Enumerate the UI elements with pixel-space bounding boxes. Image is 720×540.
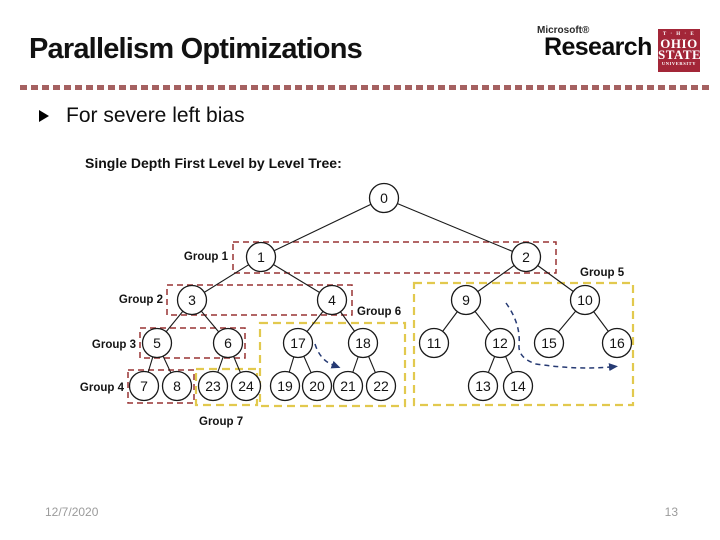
group-label-1: Group 1: [184, 251, 229, 263]
tree-node-18: [347, 327, 379, 359]
tree-node-9: [450, 284, 482, 316]
tree-node-3: [176, 284, 208, 316]
tree-node-label-18: 18: [355, 335, 371, 351]
osu-logo-the: T · H · E: [662, 32, 696, 37]
group-label-4: Group 4: [80, 382, 125, 394]
tree-node-label-14: 14: [510, 378, 526, 394]
tree-node-6: [212, 327, 244, 359]
header-divider: [20, 85, 712, 90]
bullet-arrow-icon: [39, 110, 49, 122]
tree-node-23: [197, 370, 229, 402]
slide-title: Parallelism Optimizations: [29, 33, 363, 65]
tree-node-label-16: 16: [609, 335, 625, 351]
tree-node-label-15: 15: [541, 335, 557, 351]
tree-node-14: [502, 370, 534, 402]
tree-node-20: [301, 370, 333, 402]
tree-node-label-10: 10: [577, 292, 593, 308]
traversal-arrow-17-to-21: [314, 343, 341, 369]
tree-node-1: [245, 241, 277, 273]
tree-node-22: [365, 370, 397, 402]
tree-node-label-7: 7: [140, 378, 148, 394]
tree-node-17: [282, 327, 314, 359]
tree-node-label-3: 3: [188, 292, 196, 308]
tree-node-label-6: 6: [224, 335, 232, 351]
tree-node-label-12: 12: [492, 335, 508, 351]
group-label-3: Group 3: [92, 339, 136, 351]
tree-node-19: [269, 370, 301, 402]
tree-node-21: [332, 370, 364, 402]
group-boxes-layer: Group 1 Group 2 Group 3 Group 4 Group 5 Group…: [80, 241, 635, 428]
traversal-arrows-layer: [314, 302, 618, 372]
footer-date: 12/7/2020: [45, 505, 99, 519]
tree-node-label-5: 5: [153, 335, 161, 351]
group-box-4: [127, 369, 195, 404]
research-logo-text: Research: [544, 33, 652, 61]
slide-number: 13: [664, 505, 678, 519]
tree-node-4: [316, 284, 348, 316]
group-box-6: [258, 321, 407, 408]
tree-node-label-0: 0: [380, 190, 388, 206]
tree-node-label-2: 2: [522, 249, 530, 265]
tree-node-12: [484, 327, 516, 359]
group-box-2: [166, 284, 353, 316]
osu-logo-university: UNIVERSITY: [661, 61, 697, 66]
tree-edge-0-2: [383, 197, 527, 258]
tree-node-11: [418, 327, 450, 359]
tree-node-label-1: 1: [257, 249, 265, 265]
tree-node-15: [533, 327, 565, 359]
tree-node-label-23: 23: [205, 378, 221, 394]
group-box-5: [412, 281, 635, 407]
tree-node-label-13: 13: [475, 378, 491, 394]
tree-node-5: [141, 327, 173, 359]
tree-node-10: [569, 284, 601, 316]
group-box-3: [139, 327, 246, 359]
tree-node-13: [467, 370, 499, 402]
group-box-1: [232, 241, 557, 274]
osu-logo-state: STATE: [658, 47, 702, 62]
group-label-2: Group 2: [119, 294, 163, 306]
tree-edge-0-1: [260, 197, 385, 258]
tree-node-label-8: 8: [173, 378, 181, 394]
tree-node-7: [128, 370, 160, 402]
tree-node-24: [230, 370, 262, 402]
tree-node-label-20: 20: [309, 378, 325, 394]
tree-node-2: [510, 241, 542, 273]
tree-node-label-9: 9: [462, 292, 470, 308]
tree-node-label-4: 4: [328, 292, 336, 308]
tree-node-0: [368, 182, 400, 214]
traversal-arrow-9-to-right: [505, 302, 618, 372]
tree-node-label-21: 21: [340, 378, 356, 394]
tree-node-16: [601, 327, 633, 359]
tree-node-label-22: 22: [373, 378, 389, 394]
group-label-7: Group 7: [199, 416, 243, 428]
tree-node-label-11: 11: [427, 335, 442, 351]
tree-node-label-17: 17: [290, 335, 306, 351]
tree-node-label-24: 24: [238, 378, 254, 394]
tree-node-8: [161, 370, 193, 402]
bullet-text: For severe left bias: [66, 104, 245, 127]
diagram-heading: Single Depth First Level by Level Tree:: [85, 155, 342, 171]
ohio-state-logo: T · H · E OHIO STATE UNIVERSITY: [658, 29, 702, 72]
group-label-5: Group 5: [580, 267, 625, 279]
microsoft-research-logo: Microsoft® Research: [537, 25, 652, 61]
group-label-6: Group 6: [357, 306, 401, 318]
microsoft-logo-text: Microsoft®: [537, 25, 590, 36]
osu-logo-ohio: OHIO: [660, 36, 698, 51]
tree-node-label-19: 19: [277, 378, 293, 394]
